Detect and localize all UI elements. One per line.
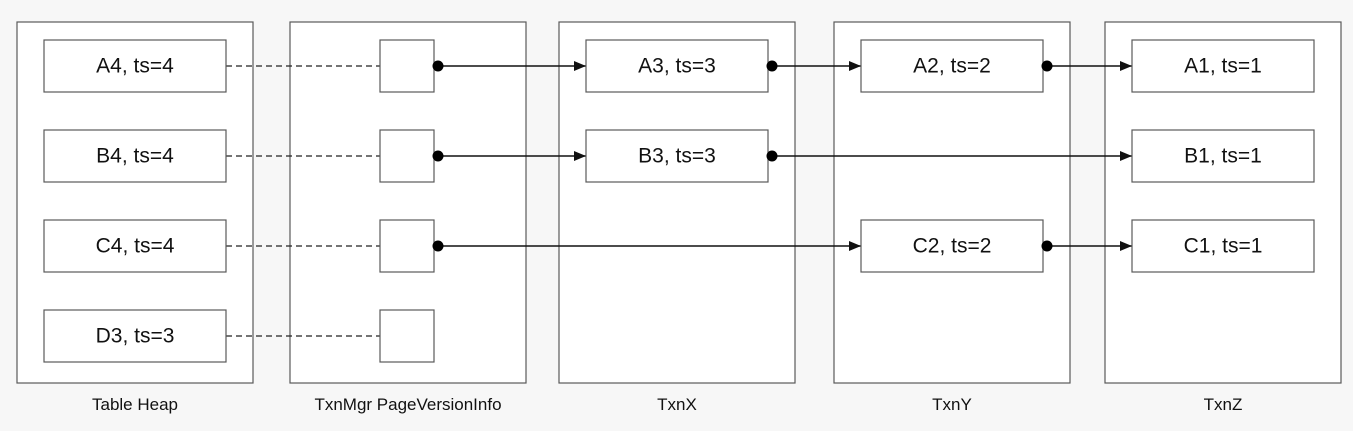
pointer-dot-slot-a xyxy=(432,60,444,72)
record-label-a4: A4, ts=4 xyxy=(96,55,174,78)
record-a1 xyxy=(1131,39,1315,93)
column-label-txny: TxnY xyxy=(932,395,972,414)
pointer-dot-slot-c xyxy=(432,240,444,252)
pointer-dot-a3 xyxy=(766,60,778,72)
record-d3 xyxy=(43,309,227,363)
record-label-a2: A2, ts=2 xyxy=(913,55,991,78)
record-label-c2: C2, ts=2 xyxy=(913,235,992,258)
record-b1 xyxy=(1131,129,1315,183)
record-b3 xyxy=(585,129,769,183)
record-label-a3: A3, ts=3 xyxy=(638,55,716,78)
record-c4 xyxy=(43,219,227,273)
pointer-dot-a2 xyxy=(1041,60,1053,72)
record-label-c1: C1, ts=1 xyxy=(1184,235,1263,258)
pointer-dot-b3 xyxy=(766,150,778,162)
record-b4 xyxy=(43,129,227,183)
pointer-dot-slot-b xyxy=(432,150,444,162)
record-label-b4: B4, ts=4 xyxy=(96,145,174,168)
version-slot-slot-b xyxy=(379,129,435,183)
record-label-b3: B3, ts=3 xyxy=(638,145,716,168)
record-a2 xyxy=(860,39,1044,93)
record-c2 xyxy=(860,219,1044,273)
column-label-txnz: TxnZ xyxy=(1204,395,1243,414)
pointer-dot-c2 xyxy=(1041,240,1053,252)
record-a4 xyxy=(43,39,227,93)
column-label-txnx: TxnX xyxy=(657,395,697,414)
record-label-a1: A1, ts=1 xyxy=(1184,55,1262,78)
record-label-c4: C4, ts=4 xyxy=(96,235,175,258)
record-a3 xyxy=(585,39,769,93)
version-slot-slot-d xyxy=(379,309,435,363)
record-label-d3: D3, ts=3 xyxy=(96,325,175,348)
column-label-txnmgr: TxnMgr PageVersionInfo xyxy=(314,395,501,414)
record-c1 xyxy=(1131,219,1315,273)
version-slot-slot-c xyxy=(379,219,435,273)
version-slot-slot-a xyxy=(379,39,435,93)
record-label-b1: B1, ts=1 xyxy=(1184,145,1262,168)
column-label-table-heap: Table Heap xyxy=(92,395,178,414)
